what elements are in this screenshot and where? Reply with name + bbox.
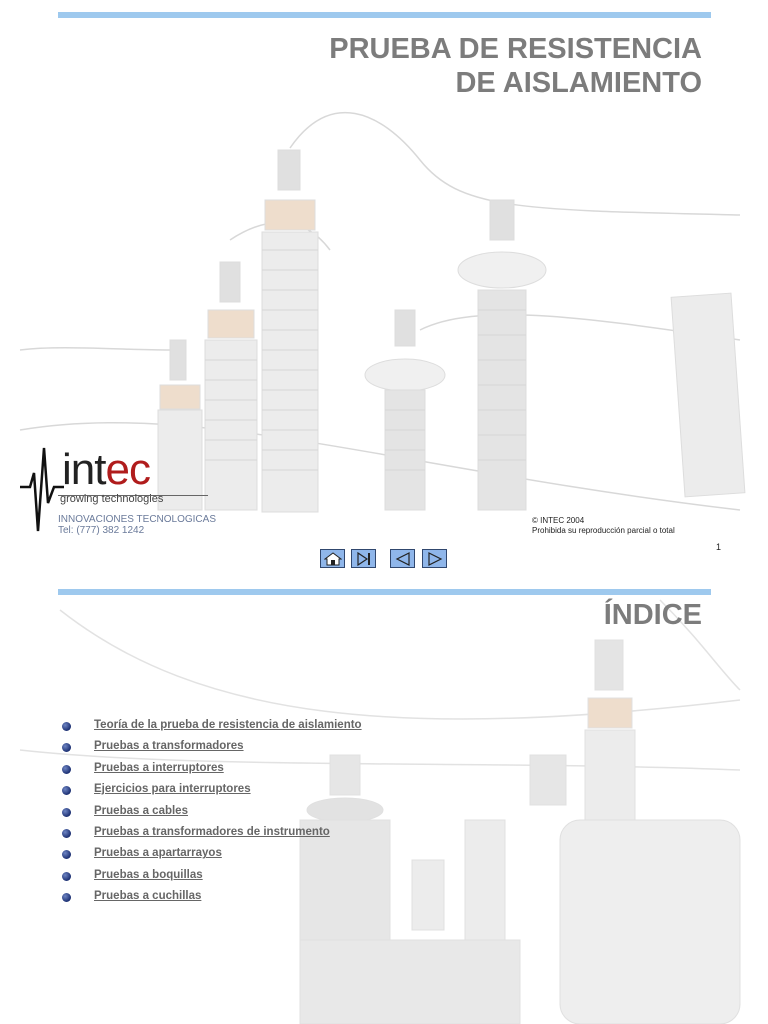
home-icon (324, 552, 342, 566)
title-line-2: DE AISLAMIENTO (455, 67, 702, 99)
toc-link[interactable]: Pruebas a transformadores (94, 740, 244, 753)
toc-link[interactable]: Pruebas a apartarrayos (94, 847, 222, 860)
toc-link[interactable]: Pruebas a boquillas (94, 868, 203, 881)
logo-brand-text: intec (62, 445, 151, 494)
top-accent-bar (58, 589, 711, 595)
logo-tagline: growing technologies (60, 493, 164, 505)
bullet-icon (62, 764, 71, 774)
home-button[interactable] (320, 549, 345, 568)
toc-link[interactable]: Pruebas a transformadores de instrumento (94, 825, 330, 838)
top-accent-bar (58, 12, 711, 18)
copyright-line-2: Prohibida su reproducción parcial o tota… (532, 526, 675, 535)
slide-2: ÍNDICE Teoría de la prueba de resistenci… (0, 580, 768, 1024)
copyright-notice: © INTEC 2004 Prohibida su reproducción p… (532, 516, 675, 536)
toc-link[interactable]: Pruebas a interruptores (94, 761, 224, 774)
insulators-background-image (19, 111, 746, 513)
bullet-icon (62, 871, 71, 881)
bullet-icon (62, 722, 71, 731)
logo-brand: intec (62, 445, 151, 495)
copyright-line-1: © INTEC 2004 (532, 516, 585, 525)
last-slide-icon (357, 552, 370, 566)
pulse-wave-icon (20, 447, 64, 532)
toc-link[interactable]: Teoría de la prueba de resistencia de ai… (94, 719, 362, 731)
bullet-icon (62, 893, 71, 903)
intec-logo: intec growing technologies (20, 443, 220, 538)
next-button[interactable] (422, 549, 447, 568)
logo-divider (58, 495, 208, 496)
slide-title: ÍNDICE (603, 599, 702, 631)
previous-button[interactable] (390, 549, 415, 568)
bullet-icon (62, 743, 71, 753)
bullet-icon (62, 828, 71, 838)
slide-title: PRUEBA DE RESISTENCIA DE AISLAMIENTO (329, 32, 702, 100)
next-icon (428, 552, 443, 566)
last-slide-button[interactable] (351, 549, 376, 568)
company-name: INNOVACIONES TECNOLOGICAS (58, 514, 216, 525)
title-line-1: PRUEBA DE RESISTENCIA (329, 33, 702, 65)
company-phone: Tel: (777) 382 1242 (58, 525, 145, 536)
bullet-icon (62, 807, 71, 817)
previous-icon (395, 552, 410, 566)
bullet-icon (62, 786, 71, 796)
bullet-icon (62, 850, 71, 860)
toc-link[interactable]: Pruebas a cables (94, 804, 188, 817)
toc-link[interactable]: Pruebas a cuchillas (94, 890, 202, 903)
substation-background-image (19, 599, 741, 1024)
page-number: 1 (716, 542, 722, 552)
company-info: INNOVACIONES TECNOLOGICAS Tel: (777) 382… (58, 514, 216, 536)
slide-1: PRUEBA DE RESISTENCIA DE AISLAMIENTO int… (19, 12, 746, 568)
toc-link[interactable]: Ejercicios para interruptores (94, 783, 251, 796)
